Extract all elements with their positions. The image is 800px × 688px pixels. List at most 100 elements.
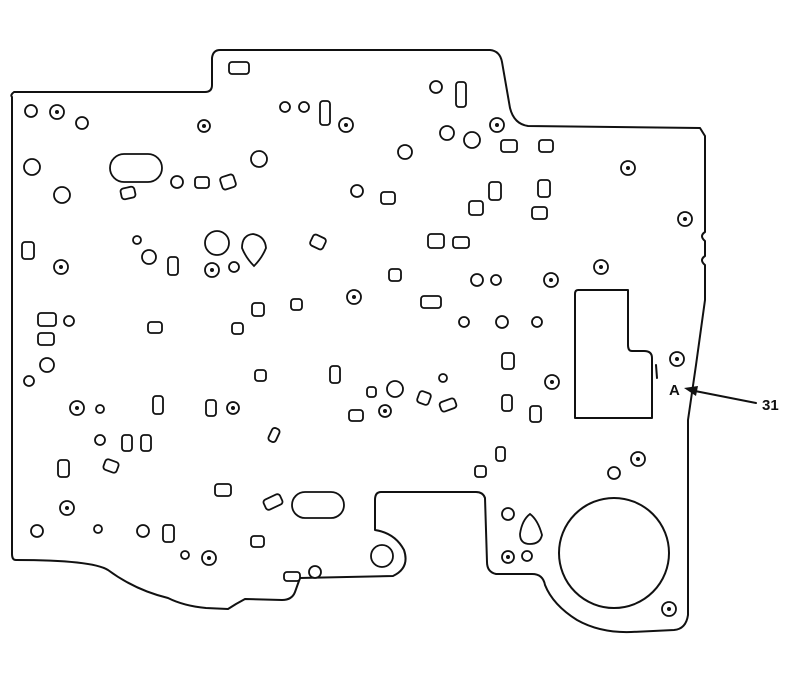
slot [250,535,265,548]
slot [214,483,232,497]
bolt-hole-center [599,265,603,269]
hole [204,230,230,256]
slot [37,332,55,346]
hole [23,158,41,176]
bolt-hole-center [550,380,554,384]
bolt-hole-center [506,555,510,559]
hole [279,101,291,113]
hole [521,550,533,562]
angled-slot [262,493,284,511]
slot [501,352,515,370]
slot [21,241,35,260]
callout-marker: A [669,382,680,399]
slot [537,179,551,198]
hole [438,373,448,383]
slot [167,256,179,276]
bolt-hole-center [667,607,671,611]
boss-hole [370,544,394,568]
leader-line [694,390,757,404]
slot [37,312,57,327]
hole [501,507,515,521]
slot [121,434,133,452]
hole [63,315,75,327]
slot [452,236,470,249]
slot [388,268,402,282]
slot [319,100,331,126]
bolt-hole-center [202,124,206,128]
bolt-hole-center [55,110,59,114]
angled-slot [267,427,281,443]
bolt-hole-center [344,123,348,127]
slot [380,191,396,205]
hole [463,131,481,149]
slot [147,321,163,334]
bolt-hole-center [207,556,211,560]
bolt-hole-center [65,506,69,510]
slot [152,395,164,415]
bolt-hole-center [495,123,499,127]
slot [531,206,548,220]
hole [170,175,184,189]
hole [180,550,190,560]
hole [132,235,142,245]
plate-outline [10,49,706,634]
hole [250,150,268,168]
slot [501,394,513,412]
angled-slot [438,397,458,413]
angled-slot [416,390,432,406]
slot [162,524,175,543]
bolt-hole-center [75,406,79,410]
hole [458,316,470,328]
bolt-hole-center [352,295,356,299]
slot [529,405,542,423]
slot [468,200,484,216]
angled-slot [219,173,237,191]
teardrop-port [519,512,543,545]
hole [350,184,364,198]
hole [93,524,103,534]
hole [439,125,455,141]
bolt-hole-center [549,278,553,282]
slot [205,399,217,417]
slot [251,302,265,317]
bolt-hole-center [683,217,687,221]
teardrop-port [241,233,267,268]
slot [231,322,244,335]
slot [427,233,445,249]
bolt-hole-center [675,357,679,361]
slot [290,298,303,311]
angled-slot [309,233,327,251]
hole [386,380,404,398]
slot [194,176,210,189]
bolt-hole-center [636,457,640,461]
hole [397,144,413,160]
oval-port [291,491,345,519]
angled-slot [119,185,137,201]
hole [24,104,38,118]
hole [470,273,484,287]
plate-holes [21,61,693,617]
hole [53,186,71,204]
slot [57,459,70,478]
hole [75,116,89,130]
bolt-hole-center [626,166,630,170]
callout-number: 31 [762,397,779,414]
hole [308,565,322,579]
window-tab [655,364,658,379]
hole [531,316,543,328]
slot [474,465,487,478]
hole [141,249,157,265]
slot [488,181,502,201]
bolt-hole-center [231,406,235,410]
slot [495,446,506,462]
hole [228,261,240,273]
hole [429,80,443,94]
slot [366,386,377,398]
hole [298,101,310,113]
hole [39,357,55,373]
slot [329,365,341,384]
slot [254,369,267,382]
callout-31: 31 A [669,382,779,414]
slot [283,571,301,582]
